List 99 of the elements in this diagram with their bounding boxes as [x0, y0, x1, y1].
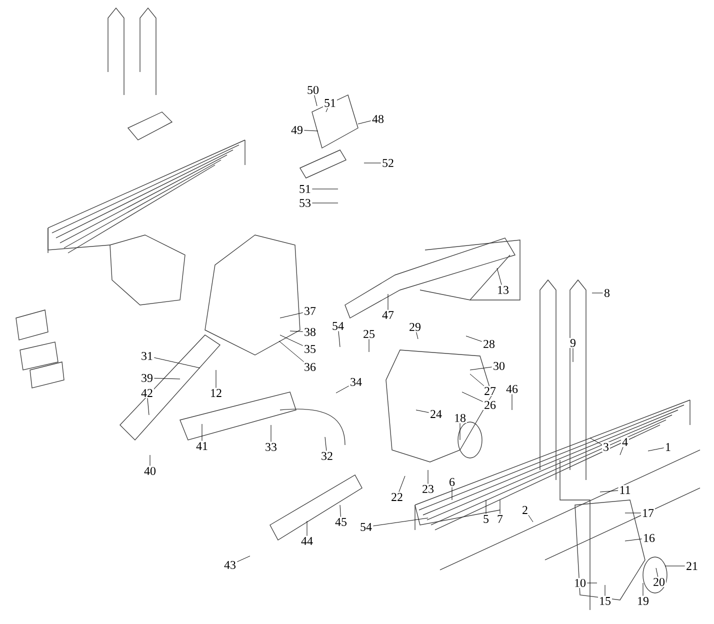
callout-number: 38 — [303, 326, 317, 338]
callout-number: 54 — [359, 522, 373, 532]
leader-line — [312, 188, 338, 190]
leader-line — [416, 332, 418, 340]
leader-line — [306, 520, 308, 536]
leader-line — [368, 338, 370, 352]
callout-number: 4 — [621, 437, 629, 447]
leader-line — [147, 398, 150, 416]
leader-line — [642, 582, 644, 596]
leader-line — [290, 330, 304, 332]
callout-number: 16 — [642, 532, 656, 543]
callout-number: 32 — [320, 450, 334, 461]
callout-number: 36 — [303, 362, 317, 372]
callout-number: 45 — [334, 517, 348, 527]
callout-number: 12 — [209, 388, 223, 398]
callout-number: 26 — [483, 400, 497, 410]
callout-number: 15 — [598, 596, 612, 606]
callout-number: 13 — [496, 284, 510, 295]
callout-number: 49 — [290, 124, 304, 135]
leader-line — [278, 340, 304, 362]
callout-number: 10 — [573, 578, 587, 588]
callout-number: 51 — [323, 98, 337, 108]
leader-line — [496, 268, 502, 286]
leader-line — [624, 538, 642, 542]
leader-line — [590, 438, 602, 445]
callout-number: 23 — [421, 484, 435, 494]
callout-number: 52 — [381, 158, 395, 168]
leader-line — [572, 348, 574, 362]
leader-line — [336, 386, 350, 394]
callout-number: 47 — [381, 310, 395, 320]
leader-line — [304, 130, 318, 132]
leader-line — [620, 446, 624, 456]
callout-number: 22 — [390, 492, 404, 502]
callout-number: 54 — [331, 321, 345, 331]
leader-line — [528, 514, 534, 522]
callout-number: 37 — [303, 306, 317, 316]
callout-number: 8 — [603, 288, 611, 298]
callout-number: 31 — [140, 350, 154, 361]
callout-number: 34 — [349, 376, 363, 387]
callout-number: 24 — [429, 409, 443, 419]
leader-line — [470, 366, 492, 370]
callout-number: 7 — [496, 514, 504, 524]
callout-number: 5 — [482, 514, 490, 524]
leader-line — [326, 108, 328, 112]
leader-line — [470, 374, 484, 386]
leader-line — [398, 476, 406, 492]
callout-number: 50 — [306, 84, 320, 96]
leader-line — [624, 512, 642, 514]
leader-line — [656, 568, 658, 578]
callout-number: 39 — [140, 372, 154, 383]
leader-line — [604, 584, 606, 596]
callout-number: 25 — [362, 328, 376, 339]
callout-number: 21 — [685, 561, 699, 571]
leader-line — [324, 436, 327, 452]
leader-line — [648, 448, 664, 452]
callout-number: 41 — [195, 441, 209, 451]
leader-line — [314, 94, 318, 106]
callout-number: 48 — [371, 114, 385, 124]
leader-line — [312, 202, 338, 204]
callout-number: 1 — [664, 442, 672, 452]
callout-number: 18 — [453, 412, 467, 424]
leader-line — [280, 312, 304, 318]
callout-number: 11 — [618, 485, 632, 495]
leader-line — [586, 582, 598, 584]
callout-number: 44 — [300, 536, 314, 546]
callout-number: 51 — [298, 184, 312, 194]
leader-line — [466, 336, 482, 342]
callout-number: 33 — [264, 442, 278, 452]
leader-line — [270, 424, 272, 442]
callout-number: 20 — [652, 576, 666, 588]
callout-number: 17 — [641, 508, 655, 518]
callout-number: 53 — [298, 198, 312, 208]
leader-line — [462, 392, 484, 402]
leader-line — [358, 120, 372, 124]
leader-line — [280, 334, 304, 346]
callout-number: 35 — [303, 344, 317, 354]
leader-line — [154, 357, 200, 368]
leader-line — [338, 330, 340, 348]
callout-number: 2 — [521, 505, 529, 515]
callout-number: 30 — [492, 360, 506, 372]
leader-line — [416, 410, 430, 413]
callout-number: 3 — [602, 442, 610, 452]
leader-line — [154, 378, 180, 380]
callout-number: 6 — [448, 476, 456, 487]
callout-number: 29 — [408, 322, 422, 332]
leader-line — [592, 292, 604, 294]
callout-number: 46 — [505, 384, 519, 394]
callout-number: 42 — [140, 388, 154, 398]
leader-line — [340, 504, 341, 518]
callout-number: 9 — [569, 338, 577, 348]
callout-number: 19 — [636, 596, 650, 606]
leader-line — [236, 556, 250, 562]
callout-number: 28 — [482, 338, 496, 350]
leader-line — [364, 162, 382, 164]
callout-number: 27 — [483, 386, 497, 396]
leader-line — [372, 518, 428, 526]
leader-line — [600, 490, 618, 492]
callout-number: 43 — [223, 560, 237, 570]
callout-number: 40 — [143, 466, 157, 476]
